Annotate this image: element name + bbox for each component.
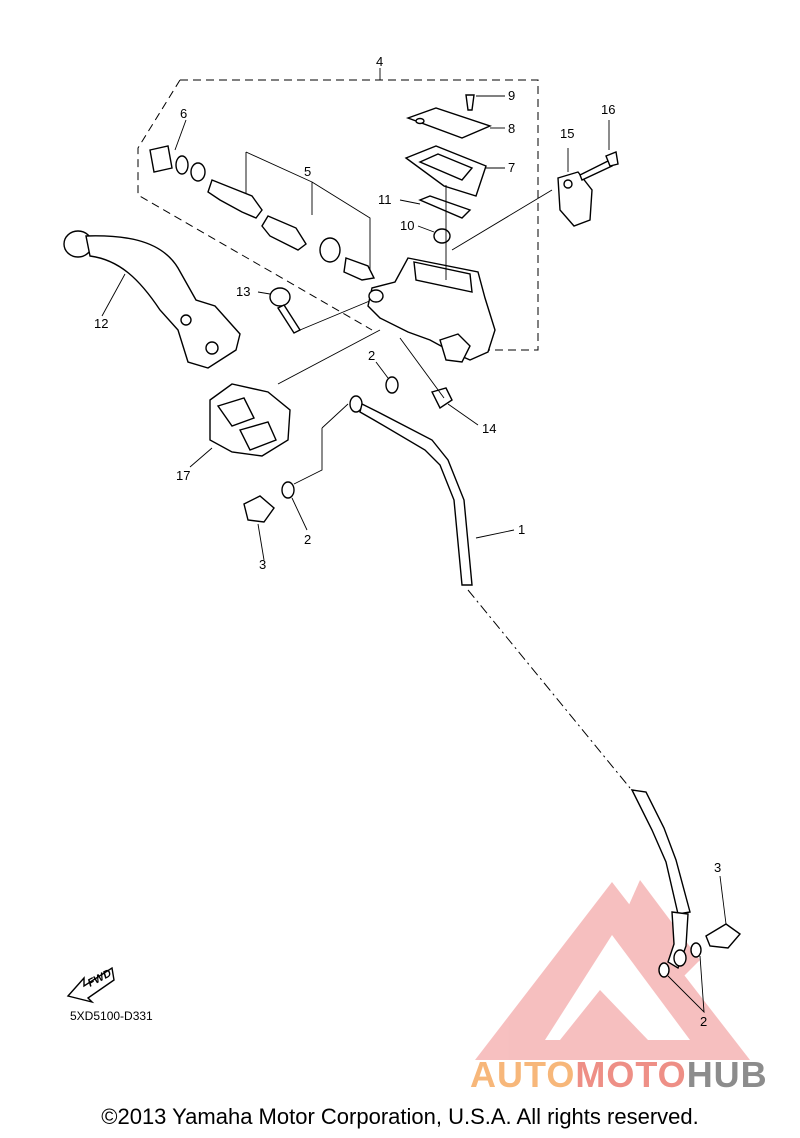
watermark-part-1: AUTO (470, 1054, 576, 1095)
callout-10: 10 (400, 218, 414, 233)
callout-8: 8 (508, 121, 515, 136)
boot-cap (149, 145, 206, 182)
clutch-hose (349, 395, 691, 970)
callout-7: 7 (508, 160, 515, 175)
banjo-bolt-lower (658, 923, 742, 978)
callout-1: 1 (518, 522, 525, 537)
callout-4: 4 (376, 54, 383, 69)
callout-3: 3 (714, 860, 721, 875)
watermark-logo (475, 880, 750, 1060)
watermark-part-3: HUB (686, 1054, 768, 1095)
callout-2: 2 (304, 532, 311, 547)
piston-kit (207, 179, 376, 281)
holder-clamp (557, 151, 619, 227)
washer-and-nut (385, 376, 453, 410)
watermark-part-2: MOTO (575, 1054, 687, 1095)
callout-9: 9 (508, 88, 515, 103)
clutch-lever (63, 230, 241, 369)
callout-11: 11 (378, 192, 392, 207)
switch-housing (209, 383, 291, 457)
master-cylinder (367, 257, 496, 363)
reservoir-cap (404, 94, 492, 244)
pivot-bolt (269, 287, 302, 334)
callout-14: 14 (482, 421, 496, 436)
banjo-bolt-upper (243, 481, 295, 523)
diagram-code: 5XD5100-D331 (70, 1009, 153, 1023)
watermark-text: AUTOMOTOHUB (470, 1054, 768, 1096)
callout-16: 16 (601, 102, 615, 117)
copyright-notice: ©2013 Yamaha Motor Corporation, U.S.A. A… (101, 1104, 699, 1129)
assembly-boundary (137, 79, 539, 351)
callout-12: 12 (94, 316, 108, 331)
callout-2: 2 (700, 1014, 707, 1029)
fwd-arrow-icon: FWD (66, 966, 115, 1004)
callout-13: 13 (236, 284, 250, 299)
callout-2: 2 (368, 348, 375, 363)
callout-15: 15 (560, 126, 574, 141)
callout-17: 17 (176, 468, 190, 483)
callout-3: 3 (259, 557, 266, 572)
callout-5: 5 (304, 164, 311, 179)
callout-6: 6 (180, 106, 187, 121)
